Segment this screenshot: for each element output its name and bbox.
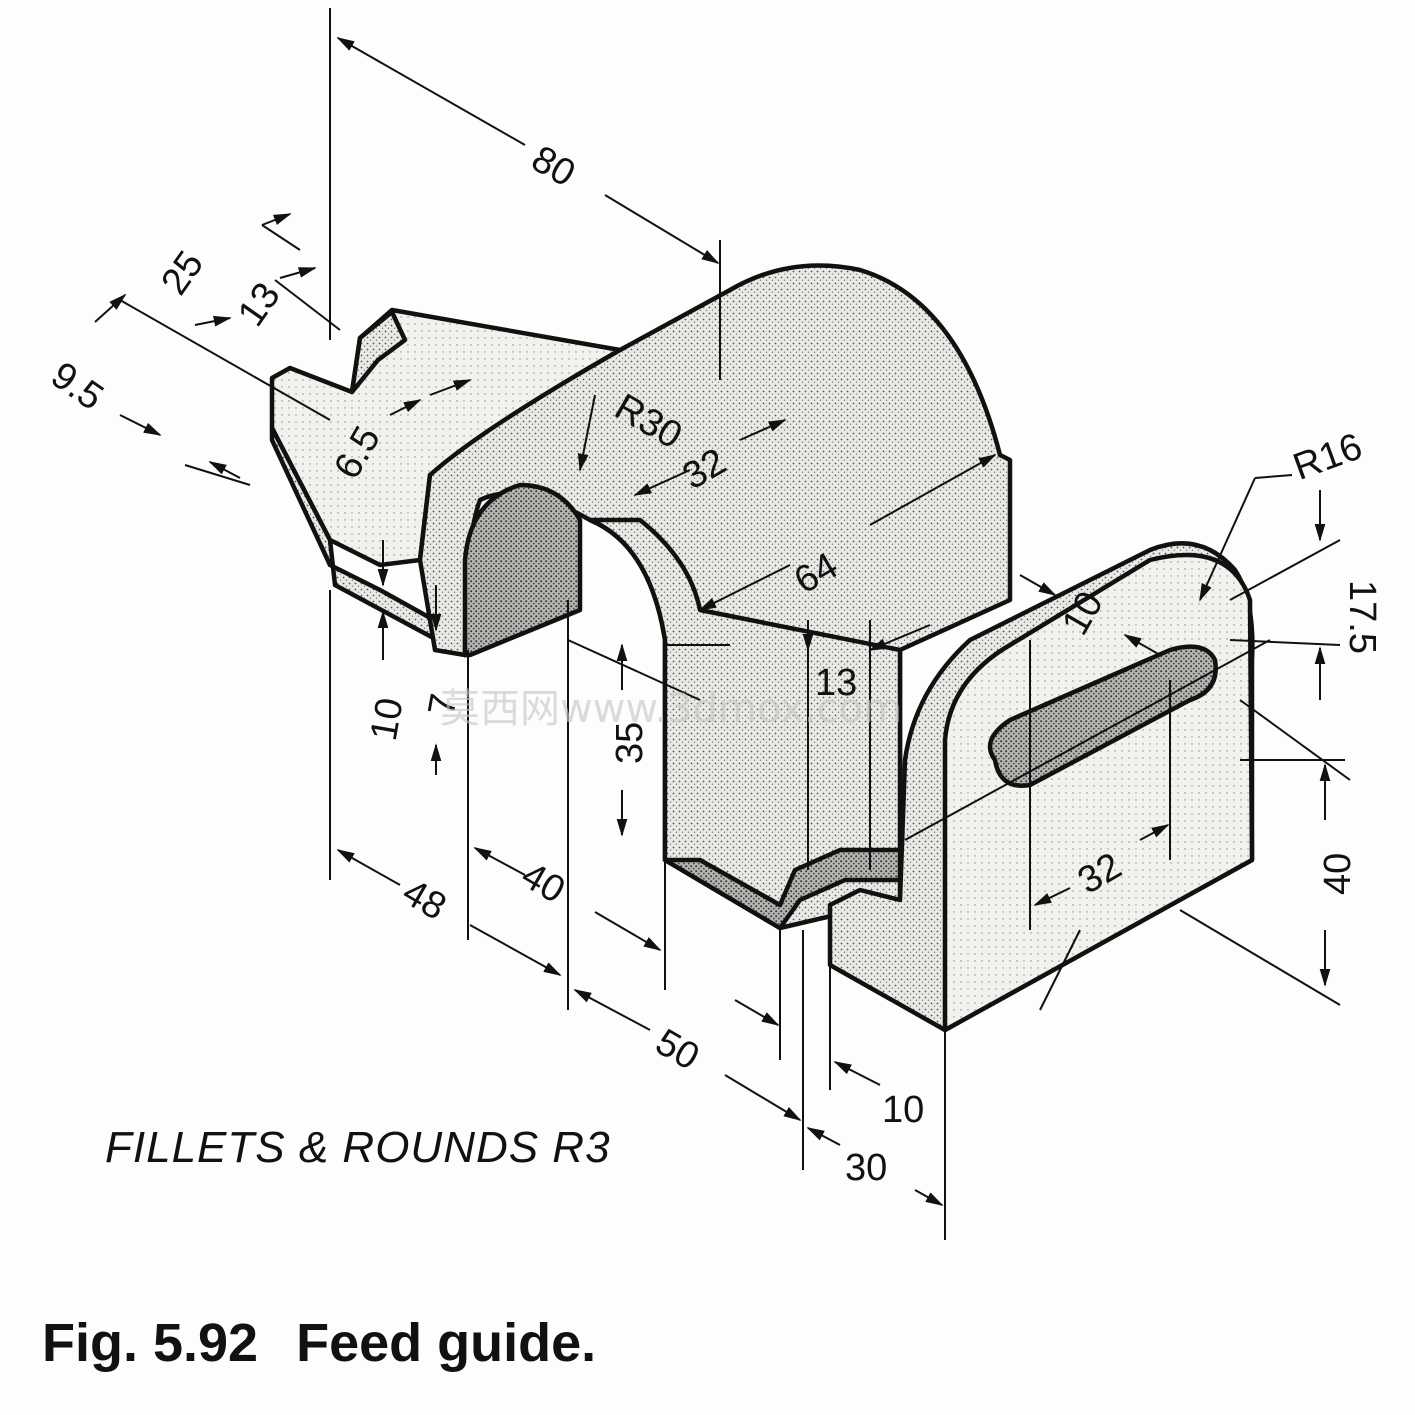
dim-25: 25 [153, 244, 212, 303]
left-arm-notch [349, 309, 408, 395]
arch-opening [462, 482, 583, 658]
dim-10-left: 10 [363, 695, 412, 744]
dim-30: 30 [845, 1147, 887, 1189]
watermark-text: 莫西网www.3dmox.com [440, 686, 902, 732]
dim-17-5: 17.5 [1341, 580, 1383, 654]
dim-9-5: 9.5 [43, 354, 110, 419]
dim-r16: R16 [1288, 426, 1368, 489]
dim-13-mid: 13 [815, 662, 857, 704]
dim-50: 50 [648, 1021, 706, 1079]
dim-35: 35 [609, 722, 651, 764]
right-block-slot [987, 644, 1218, 788]
dim-80: 80 [524, 138, 582, 196]
dim-40-right: 40 [1317, 853, 1359, 895]
figure-caption: Fig. 5.92 Feed guide. [42, 1312, 634, 1374]
figure-number: Fig. 5.92 [42, 1313, 259, 1373]
dim-48: 48 [395, 871, 453, 929]
dim-40-left: 40 [514, 854, 572, 912]
dimension-lines [94, 8, 1351, 1240]
part-body [269, 263, 1255, 1033]
dim-10-bottom: 10 [882, 1089, 924, 1131]
fillets-note: FILLETS & ROUNDS R3 [105, 1123, 611, 1172]
figure-title: Feed guide. [296, 1313, 597, 1373]
